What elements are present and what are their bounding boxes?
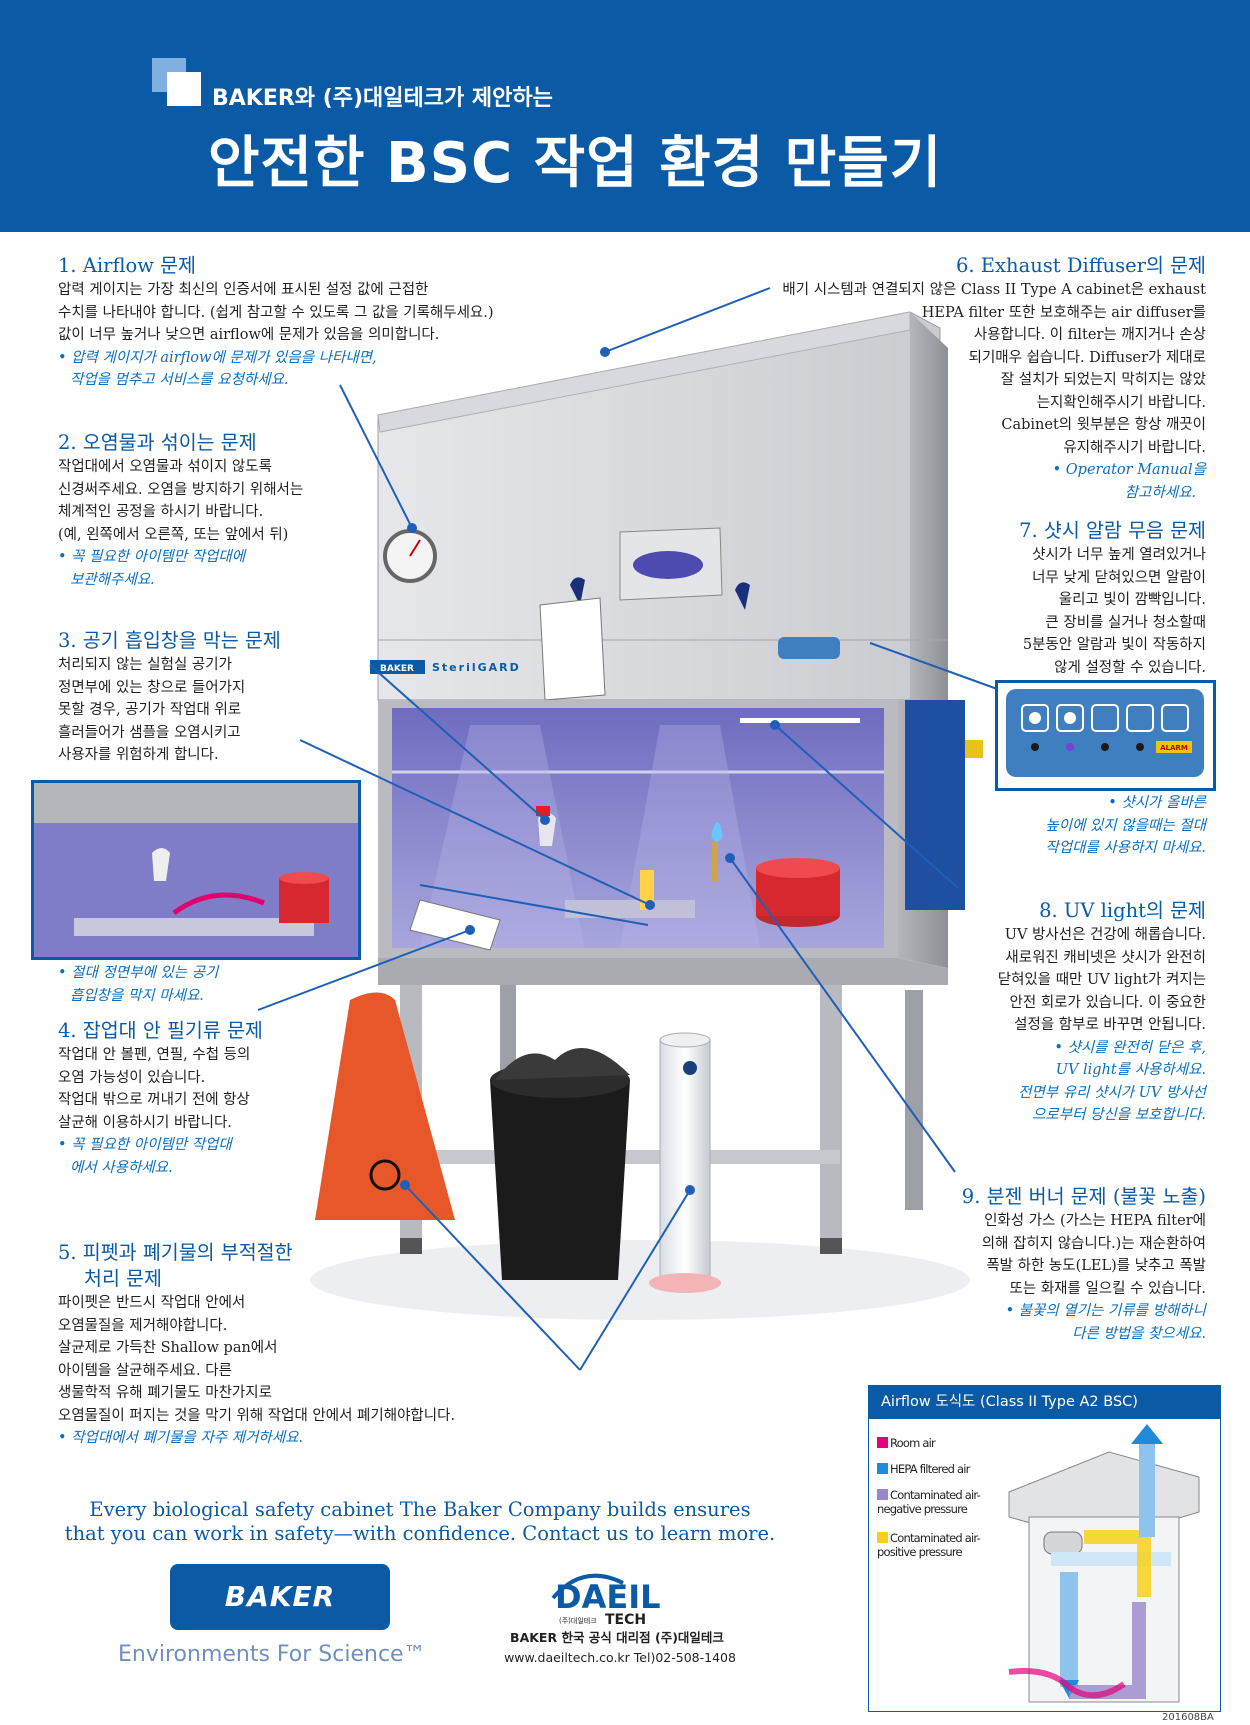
airflow-diagram-title: Airflow 도식도 (Class II Type A2 BSC) bbox=[881, 1394, 1138, 1410]
section-title: 1. Airflow 문제 bbox=[58, 254, 196, 277]
svg-text:(주)대일테크: (주)대일테크 bbox=[559, 1616, 597, 1625]
daeil-tech-logo: DAEIL TECH (주)대일테크 bbox=[551, 1573, 660, 1628]
alarm-panel-small bbox=[778, 637, 840, 659]
baker-tagline: Environments For Science™ bbox=[118, 1642, 426, 1667]
alarm-control-panel: ALARM bbox=[1006, 689, 1204, 777]
section-title: 4. 잡업대 안 필기류 문제 bbox=[58, 1019, 263, 1042]
cabinet-brand: BAKER bbox=[380, 664, 414, 674]
mute-button-icon[interactable] bbox=[1161, 704, 1189, 732]
daeil-company-name: BAKER 한국 공식 대리점 (주)대일테크 bbox=[510, 1630, 724, 1645]
section-sash-alarm-tip: • 샷시가 올바른 높이에 있지 않을때는 절대 작업대를 사용하지 마세요. bbox=[1045, 795, 1206, 856]
section-bunsen-burner: 9. 분젠 버너 문제 (불꽃 노출) 인화성 가스 (가스는 HEPA fil… bbox=[880, 1184, 1206, 1345]
legend-positive-pressure: Contaminated air-positive pressure bbox=[877, 1531, 981, 1559]
section-air-intake: 3. 공기 흡입창을 막는 문제 처리되지 않는 실험실 공기가 정면부에 있는… bbox=[58, 628, 358, 767]
section-title: 7. 샷시 알람 무음 문제 bbox=[1019, 519, 1206, 542]
header-banner: BAKER와 (주)대일테크가 제안하는 안전한 BSC 작업 환경 만들기 bbox=[0, 0, 1250, 232]
section-title: 9. 분젠 버너 문제 (불꽃 노출) bbox=[961, 1185, 1206, 1208]
section-air-intake-tip: • 절대 정면부에 있는 공기 흡입창을 막지 마세요. bbox=[58, 965, 219, 1004]
baker-logo: BAKER bbox=[170, 1564, 390, 1630]
section-title: 8. UV light의 문제 bbox=[1039, 899, 1206, 922]
airflow-schematic bbox=[1008, 1424, 1200, 1703]
sash-button-icon[interactable] bbox=[1091, 704, 1119, 732]
section-exhaust-diffuser: 6. Exhaust Diffuser의 문제 배기 시스템과 연결되지 않은 … bbox=[720, 253, 1206, 504]
section-title-cont: 처리 문제 bbox=[84, 1267, 162, 1290]
legend-room-air: Room air bbox=[877, 1436, 997, 1450]
section-contamination: 2. 오염물과 섞이는 문제 작업대에서 오염물과 섞이지 않도록 신경써주세요… bbox=[58, 430, 388, 591]
airflow-diagram: Airflow 도식도 (Class II Type A2 BSC) Room … bbox=[868, 1385, 1221, 1712]
section-writing-tools: 4. 잡업대 안 필기류 문제 작업대 안 볼펜, 연필, 수첩 등의 오염 가… bbox=[58, 1018, 358, 1179]
light-button-icon[interactable] bbox=[1021, 704, 1049, 732]
cabinet-model: SterilGARD bbox=[432, 661, 521, 674]
header-square-icon-front bbox=[167, 72, 201, 106]
clipboard-note-icon bbox=[539, 597, 606, 701]
daeil-contact[interactable]: www.daeiltech.co.kr Tel)02-508-1408 bbox=[504, 1650, 736, 1665]
work-area-inset-image bbox=[31, 780, 361, 960]
pipette-discard-cylinder bbox=[659, 1039, 711, 1281]
section-title: 3. 공기 흡입창을 막는 문제 bbox=[58, 629, 281, 652]
page-title: 안전한 BSC 작업 환경 만들기 bbox=[208, 131, 943, 196]
section-uv-light: 8. UV light의 문제 UV 방사선은 건강에 해롭습니다. 새로워진 … bbox=[900, 898, 1206, 1127]
section-airflow: 1. Airflow 문제 압력 게이지는 가장 최신의 인증서에 표시된 설정… bbox=[58, 253, 578, 392]
header-subtitle: BAKER와 (주)대일테크가 제안하는 bbox=[212, 86, 553, 111]
section-pipette-waste: 5. 피펫과 폐기물의 부적절한 처리 문제 파이펫은 반드시 작업대 안에서 … bbox=[58, 1240, 578, 1450]
section-sash-alarm: 7. 샷시 알람 무음 문제 샷시가 너무 높게 열려있거나 너무 낮게 닫혀있… bbox=[900, 518, 1206, 679]
legend-hepa-air: HEPA filtered air bbox=[877, 1462, 997, 1476]
document-code: 201608BA bbox=[1162, 1712, 1214, 1723]
fan-button-icon[interactable] bbox=[1126, 704, 1154, 732]
trash-bin-icon bbox=[490, 1080, 630, 1280]
footer-slogan: Every biological safety cabinet The Bake… bbox=[64, 1498, 776, 1545]
legend-negative-pressure: Contaminated air-negative pressure bbox=[877, 1488, 981, 1516]
uv-button-icon[interactable] bbox=[1056, 704, 1084, 732]
alarm-panel-closeup: ALARM bbox=[995, 680, 1216, 791]
section-title: 5. 피펫과 폐기물의 부적절한 bbox=[58, 1241, 293, 1264]
alarm-label: ALARM bbox=[1160, 744, 1188, 752]
svg-text:DAEIL: DAEIL bbox=[555, 1578, 660, 1616]
section-title: 6. Exhaust Diffuser의 문제 bbox=[956, 254, 1206, 277]
svg-text:TECH: TECH bbox=[605, 1612, 646, 1628]
section-title: 2. 오염물과 섞이는 문제 bbox=[58, 431, 257, 454]
side-rack bbox=[905, 700, 965, 910]
airflow-diagram-header: Airflow 도식도 (Class II Type A2 BSC) bbox=[869, 1386, 1220, 1419]
glove-box-icon bbox=[633, 551, 703, 579]
biohazard-bag-icon bbox=[315, 992, 455, 1220]
